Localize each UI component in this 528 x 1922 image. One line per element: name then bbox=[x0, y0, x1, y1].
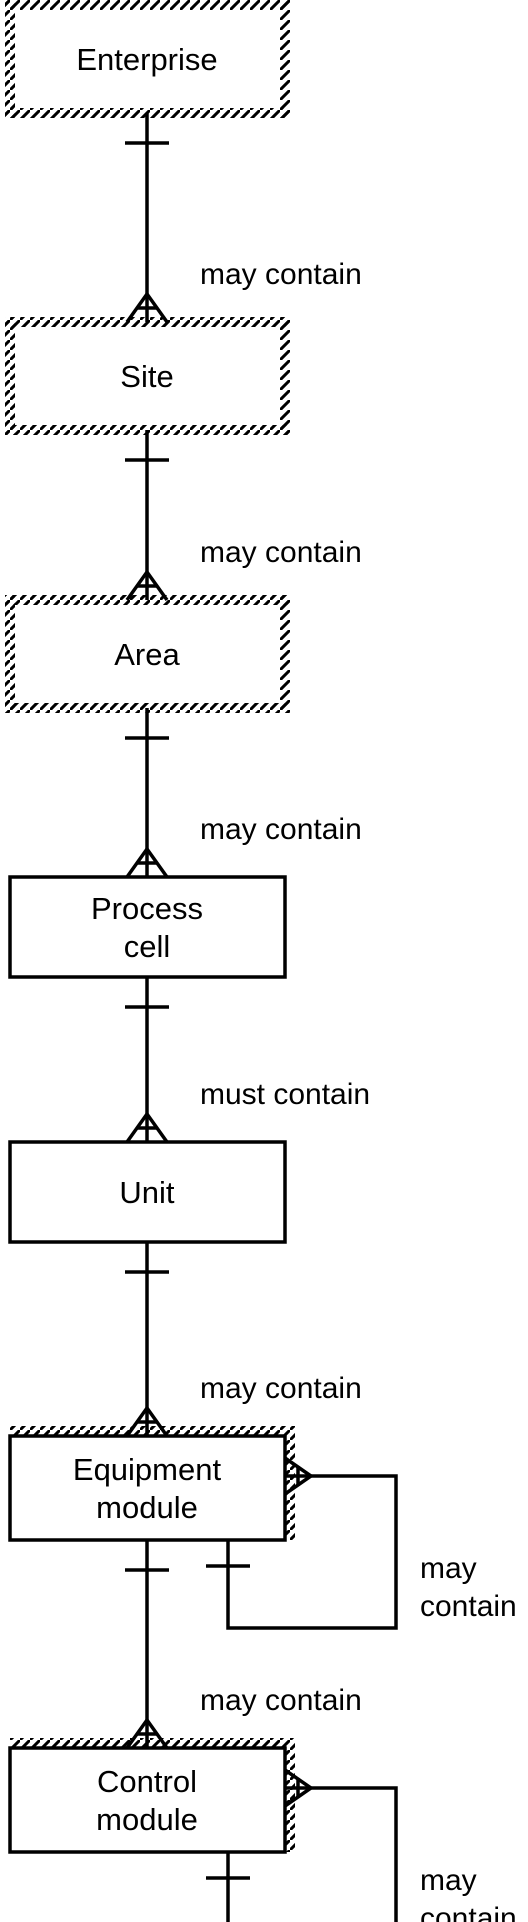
crows-foot bbox=[125, 845, 169, 879]
self-relation-label: contain bbox=[420, 1590, 517, 1623]
relationship-labels: may contain may contain may contain must co… bbox=[200, 258, 517, 1922]
hatch-right bbox=[285, 1426, 295, 1540]
hatch-bottom bbox=[5, 108, 290, 118]
node-fill bbox=[15, 10, 280, 108]
area-hatch bbox=[5, 595, 290, 713]
self-relation-label: may bbox=[420, 1552, 477, 1585]
node-area: Area bbox=[15, 605, 280, 703]
self-loop bbox=[226, 1786, 398, 1922]
node-label: cell bbox=[124, 929, 171, 964]
hatch-right bbox=[280, 595, 290, 713]
hatch-top bbox=[5, 317, 290, 327]
node-box bbox=[8, 875, 287, 979]
self-relation-label: may bbox=[420, 1864, 477, 1897]
crows-foot bbox=[125, 290, 169, 324]
relation-label: may contain bbox=[200, 813, 362, 846]
node-enterprise: Enterprise bbox=[15, 10, 280, 108]
node-fill bbox=[15, 327, 280, 425]
node-label: Unit bbox=[119, 1175, 175, 1210]
self-relation-label: contain bbox=[420, 1902, 517, 1922]
hatch-bottom bbox=[5, 425, 290, 435]
hatch-left bbox=[5, 595, 15, 713]
crows-foot bbox=[125, 568, 169, 602]
relation-label: may contain bbox=[200, 258, 362, 291]
node-label: module bbox=[96, 1802, 198, 1837]
node-label: Control bbox=[97, 1764, 197, 1799]
self-loop bbox=[226, 1474, 398, 1630]
node-label: Site bbox=[120, 359, 173, 394]
hatch-top bbox=[10, 1738, 285, 1748]
equipment-module-partial-hatch bbox=[10, 1426, 295, 1540]
hatch-left bbox=[5, 317, 15, 435]
node-box bbox=[8, 1140, 287, 1244]
node-label: Equipment bbox=[73, 1452, 222, 1487]
relation-label: may contain bbox=[200, 1684, 362, 1717]
hatch-bottom bbox=[5, 703, 290, 713]
node-site: Site bbox=[15, 327, 280, 425]
relation-unit-equipment-module bbox=[125, 1242, 169, 1438]
hatch-right bbox=[280, 317, 290, 435]
entity-boxes: EnterpriseSiteAreaProcesscellUnitEquipme… bbox=[5, 0, 295, 1854]
site-hatch bbox=[5, 317, 290, 435]
relation-process-cell-unit bbox=[125, 977, 169, 1144]
control-module-partial-hatch bbox=[10, 1738, 295, 1852]
hatch-right bbox=[285, 1738, 295, 1852]
node-label: Area bbox=[114, 637, 180, 672]
hatch-right bbox=[280, 0, 290, 118]
relation-label: must contain bbox=[200, 1078, 370, 1111]
relation-enterprise-site bbox=[125, 113, 169, 324]
hatch-top bbox=[5, 0, 290, 10]
relation-label: may contain bbox=[200, 1372, 362, 1405]
hatch-top bbox=[5, 595, 290, 605]
node-box bbox=[8, 1434, 287, 1542]
hatch-left bbox=[5, 0, 15, 118]
node-unit: Unit bbox=[8, 1140, 287, 1244]
enterprise-hatch bbox=[5, 0, 290, 118]
node-box bbox=[8, 1746, 287, 1854]
node-label: Process bbox=[91, 891, 203, 926]
node-label: Enterprise bbox=[76, 42, 217, 77]
relation-equipment-module-control-module bbox=[125, 1540, 169, 1750]
hatch-top bbox=[10, 1426, 285, 1436]
relation-site-area bbox=[125, 430, 169, 602]
node-fill bbox=[15, 605, 280, 703]
relation-label: may contain bbox=[200, 536, 362, 569]
node-label: module bbox=[96, 1490, 198, 1525]
crows-foot bbox=[125, 1110, 169, 1144]
relation-area-process-cell bbox=[125, 708, 169, 879]
